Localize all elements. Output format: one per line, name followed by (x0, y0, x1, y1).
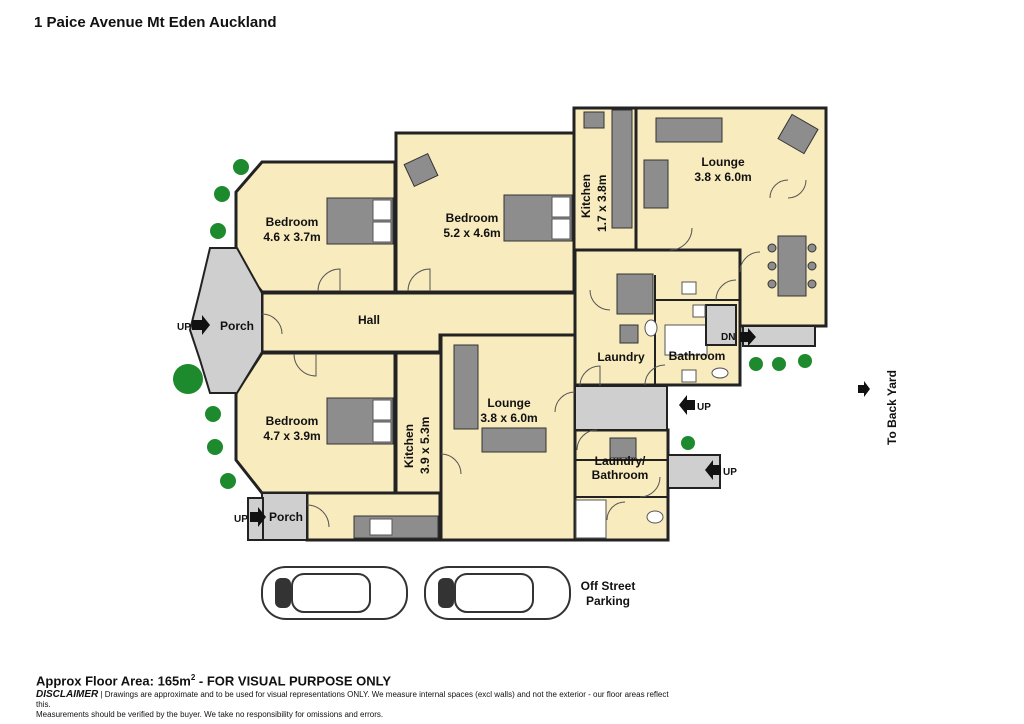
lounge-2-size: 3.8 x 6.0m (480, 411, 537, 425)
car-2 (424, 566, 571, 620)
bathroom-label: Bathroom (669, 349, 726, 363)
kitchen-1-label: Kitchen (579, 174, 593, 218)
bedroom-1-label: Bedroom (266, 215, 319, 229)
side-porch (261, 492, 308, 541)
bedroom-2-label: Bedroom (446, 211, 499, 225)
page-title: 1 Paice Avenue Mt Eden Auckland (34, 14, 277, 31)
front-porch (188, 247, 263, 394)
hall-label: Hall (358, 313, 380, 327)
rear-stairs-1 (574, 385, 668, 431)
up-marker-stairs-1: UP (697, 402, 711, 413)
lounge-2-label: Lounge (487, 396, 531, 410)
kitchen-2-label: Kitchen (402, 424, 416, 468)
laundry-bathroom-label-2: Bathroom (592, 468, 649, 482)
bathroom-shower (664, 324, 708, 356)
disclaimer: DISCLAIMER | Drawings are approximate an… (36, 689, 669, 720)
back-yard-label: To Back Yard (885, 370, 899, 445)
porch-2-label: Porch (269, 510, 303, 524)
up-marker-stairs-2: UP (723, 467, 737, 478)
parking-label-1: Off Street (581, 579, 636, 593)
bedroom-3-label: Bedroom (266, 414, 319, 428)
laundry-label: Laundry (597, 350, 645, 364)
bedroom-1-size: 4.6 x 3.7m (263, 230, 320, 244)
bedroom-3-size: 4.7 x 3.9m (263, 429, 320, 443)
up-marker-side: UP (234, 514, 248, 525)
kitchen-2-size: 3.9 x 5.3m (418, 417, 432, 474)
lounge-1-label: Lounge (701, 155, 745, 169)
floor-area: Approx Floor Area: 165m2 - FOR VISUAL PU… (36, 673, 392, 689)
up-marker-porch: UP (177, 322, 191, 333)
parking-label-2: Parking (586, 594, 630, 608)
laundry-shower (575, 499, 607, 539)
kitchen-1-size: 1.7 x 3.8m (595, 175, 609, 232)
dn-marker: DN (721, 332, 735, 343)
car-1 (261, 566, 408, 620)
bedroom-2-size: 5.2 x 4.6m (443, 226, 500, 240)
lounge-1-size: 3.8 x 6.0m (694, 170, 751, 184)
porch-1-label: Porch (220, 319, 254, 333)
laundry-bathroom-label-1: Laundry/ (595, 454, 646, 468)
garden-trees (173, 159, 812, 489)
